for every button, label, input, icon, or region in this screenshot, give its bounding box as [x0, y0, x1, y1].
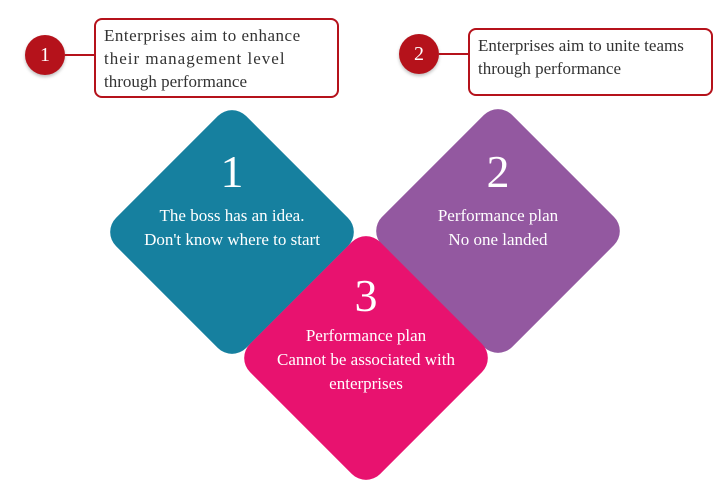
diamond-2-number: 2	[486, 146, 510, 197]
diamond-3-line-1: Performance plan	[305, 326, 427, 345]
diamond-2-content: 2 Performance plan No one landed	[378, 148, 618, 252]
diamond-3-content: 3 Performance plan Cannot be associated …	[246, 272, 486, 396]
callout-2-line-2: through performance	[478, 59, 622, 78]
callout-1-line-2: their management level	[104, 49, 286, 68]
callout-1-box: Enterprises aim to enhance their managem…	[94, 18, 339, 98]
diamond-3-number: 3	[354, 270, 378, 321]
callout-1-line-3: through performance	[104, 72, 248, 91]
diamond-1-line-1: The boss has an idea.	[159, 206, 305, 225]
diamond-3-line-3: enterprises	[329, 374, 403, 393]
diamond-2-line-1: Performance plan	[437, 206, 559, 225]
callout-1-badge: 1	[25, 35, 65, 75]
diamond-1-content: 1 The boss has an idea. Don't know where…	[112, 148, 352, 252]
callout-1-connector	[65, 54, 95, 56]
callout-1-number: 1	[40, 43, 50, 66]
callout-2-badge: 2	[399, 34, 439, 74]
callout-1-line-1: Enterprises aim to enhance	[104, 26, 301, 45]
diamond-3-line-2: Cannot be associated with	[277, 350, 455, 369]
callout-2-box: Enterprises aim to unite teams through p…	[468, 28, 713, 96]
diamond-1-line-2: Don't know where to start	[144, 230, 320, 249]
callout-2-number: 2	[414, 42, 424, 65]
callout-2-connector	[439, 53, 469, 55]
diamond-1-number: 1	[220, 146, 244, 197]
diamond-2-line-2: No one landed	[448, 230, 548, 249]
callout-2-line-1: Enterprises aim to unite teams	[478, 36, 684, 55]
